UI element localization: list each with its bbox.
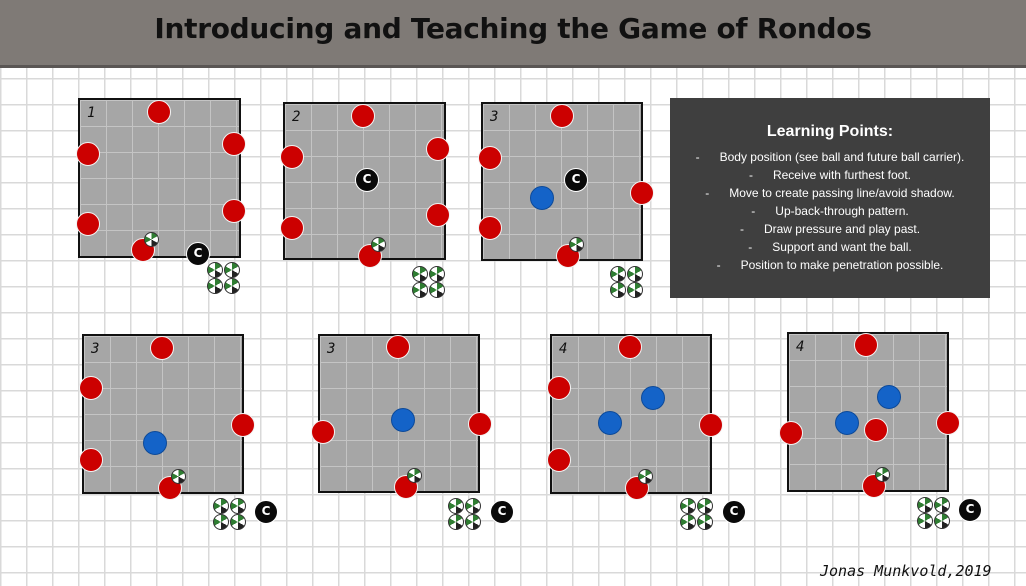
attacker-player <box>150 336 174 360</box>
field-number: 4 <box>559 341 568 357</box>
ball-pile-icon <box>213 498 249 532</box>
ball-icon <box>144 232 159 247</box>
attacker-player <box>854 333 878 357</box>
field-number: 3 <box>327 341 336 357</box>
attacker-player <box>426 137 450 161</box>
ball-pile-icon <box>448 498 484 532</box>
ball-icon <box>569 237 584 252</box>
author-signature: Jonas Munkvold,2019 <box>820 562 992 580</box>
attacker-player <box>280 216 304 240</box>
learning-point: -Position to make penetration possible. <box>716 258 944 272</box>
attacker-player <box>280 145 304 169</box>
learning-point: -Receive with furthest foot. <box>748 168 912 182</box>
attacker-player <box>394 475 418 499</box>
ball-icon <box>371 237 386 252</box>
learning-points-panel: Learning Points: -Body position (see bal… <box>670 98 990 298</box>
ball-pile-icon <box>610 266 646 300</box>
defender-player <box>641 386 665 410</box>
attacker-player <box>478 216 502 240</box>
attacker-player <box>79 448 103 472</box>
ball-pile-icon <box>680 498 716 532</box>
attacker-player <box>351 104 375 128</box>
attacker-player <box>699 413 723 437</box>
rondo-field-3: 3 <box>481 102 643 261</box>
ball-icon <box>875 467 890 482</box>
attacker-player <box>936 411 960 435</box>
learning-point: -Up-back-through pattern. <box>751 204 909 218</box>
defender-player <box>877 385 901 409</box>
attacker-player <box>478 146 502 170</box>
field-number: 1 <box>87 105 96 121</box>
defender-player <box>835 411 859 435</box>
attacker-player <box>550 104 574 128</box>
defender-player <box>143 431 167 455</box>
defender-player <box>598 411 622 435</box>
coach-marker: C <box>564 168 588 192</box>
coach-marker: C <box>254 500 278 524</box>
attacker-player <box>311 420 335 444</box>
ball-icon <box>638 469 653 484</box>
rondo-field-1: 1 <box>78 98 241 258</box>
ball-icon <box>407 468 422 483</box>
learning-points-title: Learning Points: <box>766 123 894 140</box>
attacker-player <box>222 132 246 156</box>
coach-marker: C <box>722 500 746 524</box>
field-number: 3 <box>490 109 499 125</box>
attacker-player <box>618 335 642 359</box>
attacker-player <box>386 335 410 359</box>
attacker-player <box>147 100 171 124</box>
attacker-player <box>426 203 450 227</box>
attacker-player <box>231 413 255 437</box>
field-number: 3 <box>91 341 100 357</box>
rondo-field-4: 3 <box>82 334 244 494</box>
coach-marker: C <box>186 242 210 266</box>
field-number: 4 <box>796 339 805 355</box>
ball-pile-icon <box>207 262 243 296</box>
coach-marker: C <box>958 498 982 522</box>
learning-point: -Support and want the ball. <box>748 240 912 254</box>
rondo-field-5: 3 <box>318 334 480 493</box>
defender-player <box>530 186 554 210</box>
attacker-player <box>79 376 103 400</box>
attacker-player <box>222 199 246 223</box>
coach-marker: C <box>355 168 379 192</box>
attacker-player <box>547 448 571 472</box>
page-title: Introducing and Teaching the Game of Ron… <box>154 12 872 45</box>
ball-pile-icon <box>917 497 953 531</box>
attacker-player <box>76 142 100 166</box>
attacker-player <box>630 181 654 205</box>
ball-icon <box>171 469 186 484</box>
learning-point: -Move to create passing line/avoid shado… <box>705 186 955 200</box>
attacker-player <box>779 421 803 445</box>
attacker-player <box>76 212 100 236</box>
attacker-player <box>864 418 888 442</box>
ball-pile-icon <box>412 266 448 300</box>
learning-point: -Draw pressure and play past. <box>739 222 921 236</box>
attacker-player <box>547 376 571 400</box>
rondo-field-6: 4 <box>550 334 712 494</box>
coach-marker: C <box>490 500 514 524</box>
defender-player <box>391 408 415 432</box>
learning-point: -Body position (see ball and future ball… <box>695 150 965 164</box>
header-bar: Introducing and Teaching the Game of Ron… <box>0 0 1026 68</box>
attacker-player <box>468 412 492 436</box>
field-number: 2 <box>292 109 301 125</box>
